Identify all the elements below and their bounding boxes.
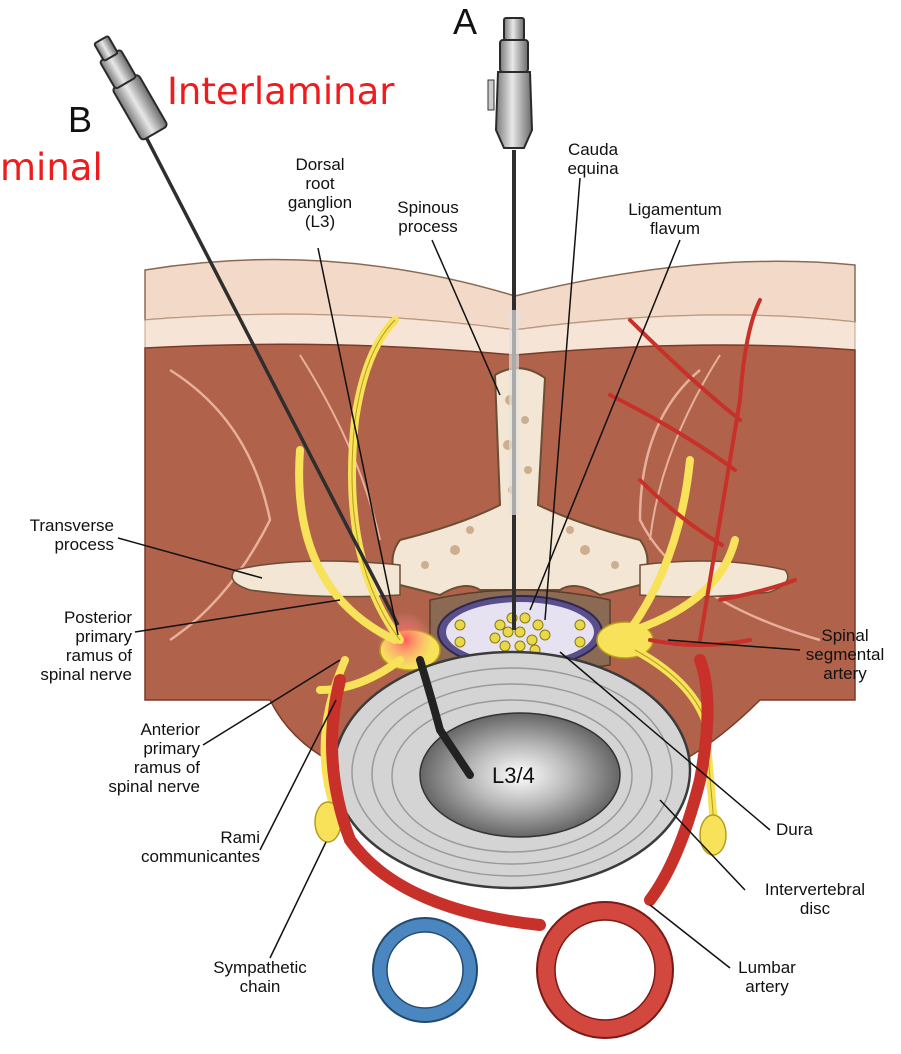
approach-label-interlaminar: Interlaminar — [167, 72, 394, 112]
label-transverse-process: Transverse process — [10, 516, 114, 554]
approach-label-transforaminal: minal — [0, 148, 103, 188]
label-intervertebral-disc: Intervertebral disc — [745, 880, 885, 918]
label-sympathetic-chain: Sympathetic chain — [200, 958, 320, 996]
label-spinous-process: Spinous process — [383, 198, 473, 236]
label-rami-communicantes: Rami communicantes — [120, 828, 260, 866]
label-dorsal-root-ganglion: Dorsal root ganglion (L3) — [270, 155, 370, 231]
label-dura: Dura — [776, 820, 813, 839]
label-spinal-segmental-artery: Spinal segmental artery — [790, 626, 900, 683]
leader-intervertebral-disc — [660, 800, 745, 890]
needle-a-letter: A — [453, 2, 477, 42]
label-ligamentum-flavum: Ligamentum flavum — [615, 200, 735, 238]
label-posterior-primary-ramus: Posterior primary ramus of spinal nerve — [10, 608, 132, 684]
needle-b-letter: B — [68, 100, 92, 140]
label-lumbar-artery: Lumbar artery — [722, 958, 812, 996]
label-cauda-equina: Cauda equina — [548, 140, 638, 178]
leader-sympathetic-chain — [270, 842, 326, 958]
sympathetic-ganglion-right — [700, 815, 726, 855]
label-anterior-primary-ramus: Anterior primary ramus of spinal nerve — [70, 720, 200, 796]
label-disc-level: L3/4 — [492, 766, 535, 785]
